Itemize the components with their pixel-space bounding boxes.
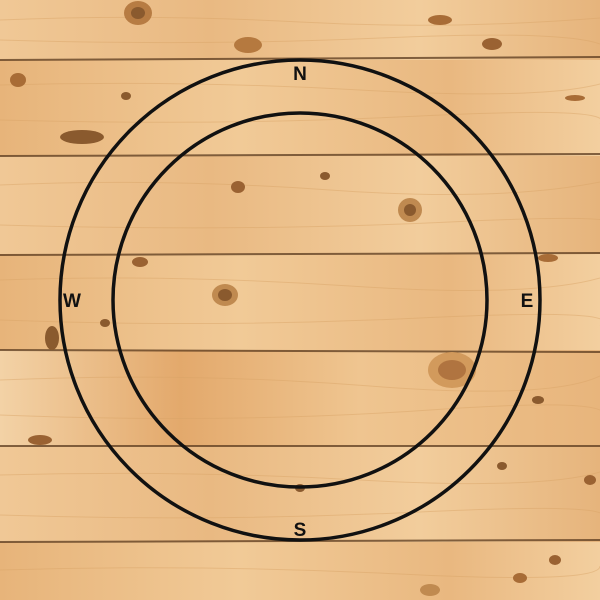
wood-knot (532, 396, 544, 404)
wood-knot (497, 462, 507, 470)
wood-knot (420, 584, 440, 596)
wood-knot (28, 435, 52, 445)
wood-knots (10, 1, 596, 596)
wood-knot (565, 95, 585, 101)
wood-knot (231, 181, 245, 193)
wood-knot (513, 573, 527, 583)
compass-west-label: W (63, 291, 81, 312)
plank (0, 0, 600, 60)
plank (0, 446, 600, 542)
wood-knot (121, 92, 131, 100)
wood-knot (10, 73, 26, 87)
wood-knot (45, 326, 59, 350)
compass-south-label: S (294, 520, 307, 541)
wood-knot (320, 172, 330, 180)
outer-ring (58, 58, 542, 542)
inner-ring (111, 111, 489, 489)
wood-knot (549, 555, 561, 565)
wood-knot (234, 37, 262, 53)
compass-north-label: N (293, 64, 307, 85)
wood-knot (584, 475, 596, 485)
wood-knot (428, 15, 452, 25)
plank (0, 542, 600, 600)
plank (0, 254, 600, 350)
wood-knot (482, 38, 502, 50)
plank (0, 156, 600, 254)
compass-east-label: E (521, 291, 534, 312)
wood-knot (100, 319, 110, 327)
wood-knot (132, 257, 148, 267)
wood-knot (60, 130, 104, 144)
wood-knot (538, 254, 558, 262)
